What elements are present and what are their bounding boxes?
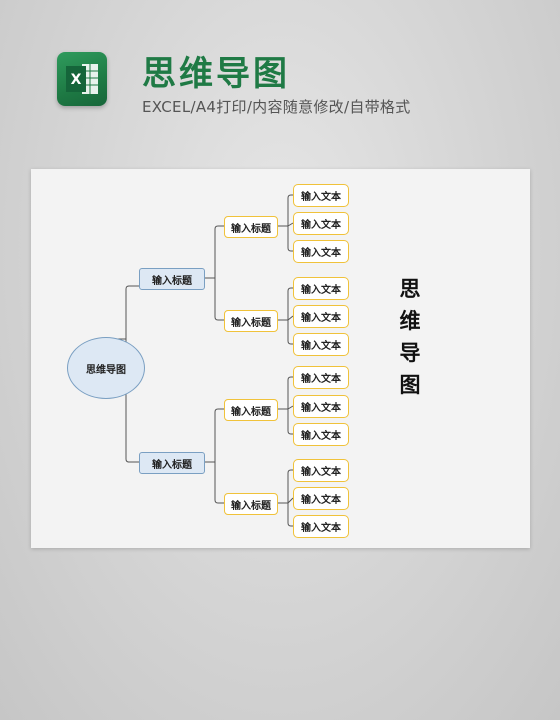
leaf-node[interactable]: 输入文本 <box>293 459 349 482</box>
leaf-node[interactable]: 输入文本 <box>293 515 349 538</box>
excel-icon-letter: X <box>71 72 82 88</box>
mindmap-sheet: 思维导图 输入标题 输入标题 输入标题 输入标题 输入标题 输入标题 输入文本 … <box>31 169 530 548</box>
leaf-node[interactable]: 输入文本 <box>293 212 349 235</box>
vertical-title-char: 图 <box>399 373 421 397</box>
leaf-node[interactable]: 输入文本 <box>293 487 349 510</box>
leaf-node[interactable]: 输入文本 <box>293 366 349 389</box>
leaf-node[interactable]: 输入文本 <box>293 423 349 446</box>
sub-branch-node-2-2[interactable]: 输入标题 <box>224 493 278 515</box>
leaf-node[interactable]: 输入文本 <box>293 395 349 418</box>
vertical-title-char: 导 <box>399 341 421 365</box>
leaf-node[interactable]: 输入文本 <box>293 240 349 263</box>
excel-app-icon: X <box>57 52 107 106</box>
excel-icon: X <box>66 64 98 94</box>
sub-branch-node-2-1[interactable]: 输入标题 <box>224 399 278 421</box>
branch-node-1[interactable]: 输入标题 <box>139 268 205 290</box>
sub-branch-node-1-2[interactable]: 输入标题 <box>224 310 278 332</box>
mindmap-connectors <box>111 194 294 527</box>
leaf-node[interactable]: 输入文本 <box>293 305 349 328</box>
vertical-title-char: 维 <box>399 309 421 333</box>
leaf-node[interactable]: 输入文本 <box>293 333 349 356</box>
vertical-title: 思 维 导 图 <box>395 273 425 401</box>
branch-node-2[interactable]: 输入标题 <box>139 452 205 474</box>
mindmap-root-node[interactable]: 思维导图 <box>67 337 145 399</box>
vertical-title-char: 思 <box>399 277 421 301</box>
leaf-node[interactable]: 输入文本 <box>293 184 349 207</box>
page-title: 思维导图 <box>142 54 290 94</box>
leaf-node[interactable]: 输入文本 <box>293 277 349 300</box>
sub-branch-node-1-1[interactable]: 输入标题 <box>224 216 278 238</box>
page-subtitle: EXCEL/A4打印/内容随意修改/自带格式 <box>142 98 411 116</box>
